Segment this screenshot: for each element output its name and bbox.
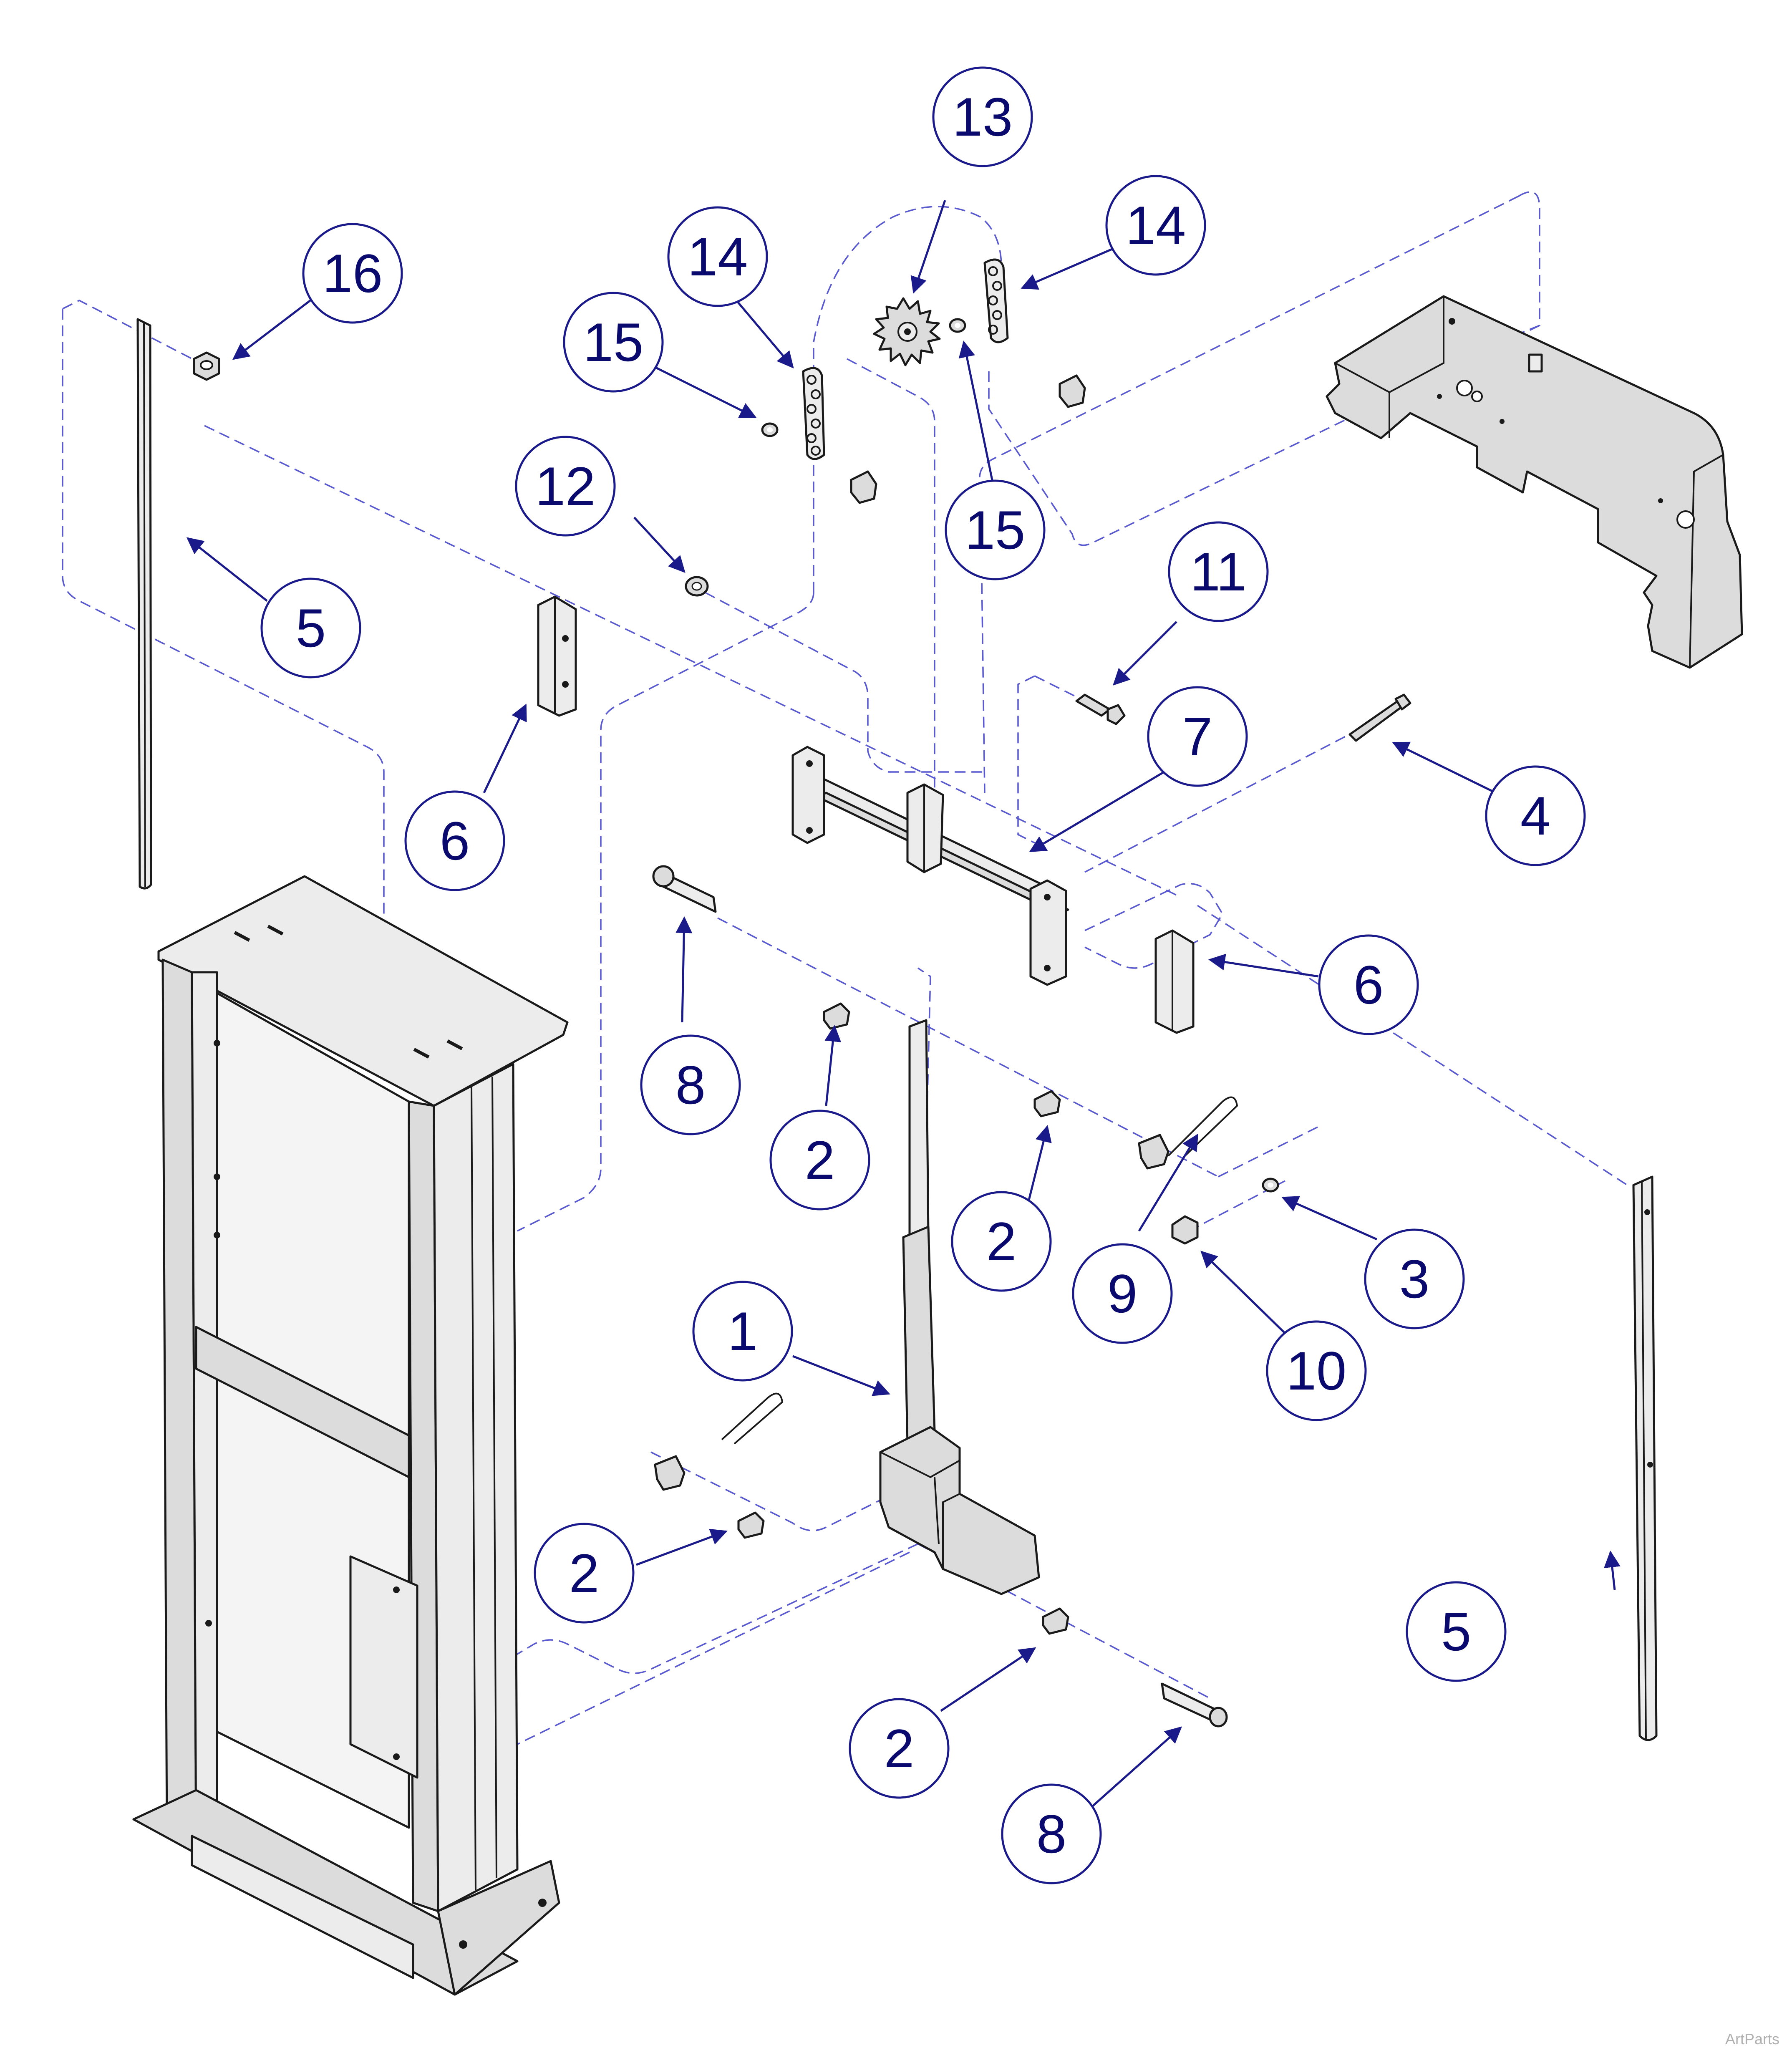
- chain-right-part14: [983, 258, 1009, 343]
- bolt-part11: [1075, 694, 1126, 725]
- callout-label: 7: [1182, 706, 1212, 767]
- pin-upper-part8: [652, 865, 717, 913]
- washer-part3: [1262, 1178, 1279, 1193]
- sprocket-part13: [873, 297, 941, 366]
- callout-8b: 8: [1001, 1783, 1102, 1884]
- callout-2a: 2: [769, 1110, 870, 1211]
- bushings-part2: [737, 1002, 1069, 1635]
- callout-label: 3: [1399, 1248, 1429, 1309]
- callout-label: 14: [1126, 195, 1186, 256]
- callout-5a: 5: [260, 578, 361, 678]
- callout-label: 11: [1190, 541, 1247, 602]
- callout-label: 2: [569, 1543, 599, 1604]
- watermark: ArtParts: [1725, 2030, 1779, 2048]
- callout-label: 12: [535, 456, 596, 517]
- callout-label: 1: [728, 1301, 758, 1362]
- callout-4: 4: [1485, 765, 1586, 866]
- top-mounting-bracket: [1326, 295, 1743, 669]
- rod-left-part5: [136, 318, 152, 890]
- callout-3: 3: [1364, 1228, 1465, 1329]
- callout-14a: 14: [667, 206, 768, 307]
- callout-label: 2: [986, 1211, 1016, 1272]
- pin-lower-part8: [1161, 1682, 1228, 1728]
- callout-label: 4: [1520, 785, 1550, 846]
- chain-left-part14: [802, 367, 825, 460]
- callouts: 1 2 2 2 2 3 4 5 5 6 6 7 8 8 9 10 11 12 1…: [260, 66, 1586, 1884]
- callout-5b: 5: [1406, 1581, 1507, 1682]
- callout-label: 6: [1353, 954, 1384, 1015]
- callout-label: 13: [953, 86, 1013, 147]
- callout-label: 16: [323, 243, 383, 304]
- callout-1: 1: [692, 1281, 793, 1382]
- callout-9: 9: [1072, 1243, 1173, 1344]
- callout-14b: 14: [1105, 175, 1206, 276]
- callout-10: 10: [1266, 1320, 1367, 1421]
- callout-7: 7: [1147, 686, 1248, 787]
- callout-16: 16: [302, 223, 403, 324]
- callout-label: 5: [296, 598, 326, 658]
- callout-15a: 15: [563, 292, 664, 393]
- callout-label: 14: [688, 226, 748, 287]
- callout-6a: 6: [404, 790, 505, 891]
- callout-2c: 2: [534, 1523, 635, 1624]
- callout-2d: 2: [849, 1698, 950, 1799]
- callout-label: 15: [583, 312, 644, 373]
- callout-2b: 2: [951, 1191, 1052, 1292]
- clip-part9: [654, 1096, 1238, 1491]
- callout-label: 8: [1036, 1803, 1066, 1864]
- callout-13: 13: [932, 66, 1033, 167]
- bushing-part12: [685, 576, 709, 597]
- nut-part16: [193, 351, 220, 381]
- actuator-part1: [879, 1019, 1040, 1595]
- chain-screws: [850, 374, 1086, 504]
- washers-part15: [761, 318, 966, 437]
- bracket-right-part6: [1154, 929, 1195, 1034]
- bolt-part4: [1348, 694, 1411, 742]
- bracket-left-part6: [537, 595, 577, 717]
- leader-lines: [186, 200, 1621, 1814]
- callout-label: 2: [884, 1718, 914, 1779]
- callout-6b: 6: [1318, 934, 1419, 1035]
- main-frame: [132, 875, 569, 1996]
- rod-right-part5: [1632, 1175, 1658, 1741]
- crossbar-part7: [791, 746, 1069, 986]
- callout-11: 11: [1168, 521, 1269, 622]
- callout-12: 12: [515, 436, 616, 537]
- callout-label: 15: [965, 499, 1026, 560]
- nut-part10: [1171, 1215, 1199, 1245]
- callout-8a: 8: [640, 1034, 741, 1135]
- callout-label: 6: [440, 810, 470, 871]
- callout-label: 10: [1286, 1340, 1347, 1401]
- callout-label: 8: [675, 1054, 706, 1115]
- assembly-guide-lines: [62, 191, 1628, 1745]
- callout-label: 2: [805, 1130, 835, 1190]
- callout-15b: 15: [945, 479, 1046, 580]
- callout-label: 9: [1107, 1263, 1137, 1324]
- callout-label: 5: [1441, 1601, 1471, 1662]
